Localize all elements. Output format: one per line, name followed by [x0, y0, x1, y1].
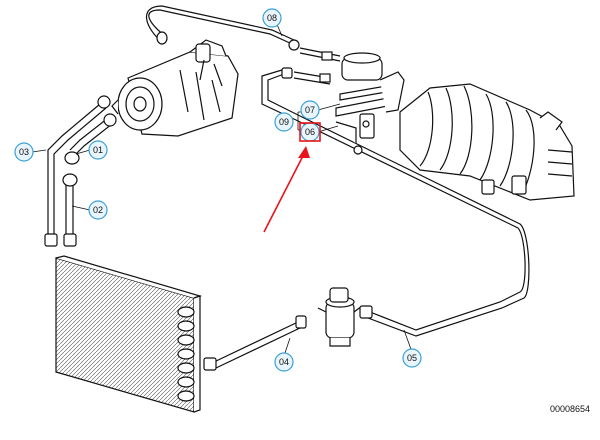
callout-06-highlighted[interactable]: 06 — [299, 122, 321, 142]
svg-text:08: 08 — [267, 13, 277, 23]
compressor-icon — [111, 39, 239, 137]
hose-02 — [62, 173, 78, 247]
callout-07[interactable]: 07 — [300, 100, 320, 120]
hose-08 — [145, 5, 341, 62]
expansion-valve-icon — [335, 52, 405, 155]
line-04 — [203, 315, 307, 371]
svg-text:05: 05 — [407, 353, 417, 363]
diagram-reference-code: 00008654 — [549, 404, 590, 414]
callout-02[interactable]: 02 — [88, 200, 108, 220]
evaporator-housing-icon — [399, 83, 575, 201]
hose-03 — [44, 95, 111, 247]
svg-text:03: 03 — [19, 147, 29, 157]
callout-08[interactable]: 08 — [262, 8, 282, 28]
callout-09[interactable]: 09 — [274, 112, 294, 132]
line-05 — [261, 67, 530, 337]
svg-text:09: 09 — [279, 117, 289, 127]
svg-text:01: 01 — [93, 145, 103, 155]
callout-04[interactable]: 04 — [274, 352, 294, 372]
highlight-arrow — [263, 146, 310, 233]
callout-01[interactable]: 01 — [88, 140, 108, 160]
svg-text:04: 04 — [279, 357, 289, 367]
callout-03[interactable]: 03 — [14, 142, 34, 162]
receiver-drier-icon — [317, 287, 363, 347]
svg-text:02: 02 — [93, 205, 103, 215]
svg-text:06: 06 — [305, 127, 315, 137]
hose-01 — [64, 113, 117, 165]
callout-05[interactable]: 05 — [402, 348, 422, 368]
svg-text:07: 07 — [305, 105, 315, 115]
condenser-icon — [55, 255, 203, 413]
